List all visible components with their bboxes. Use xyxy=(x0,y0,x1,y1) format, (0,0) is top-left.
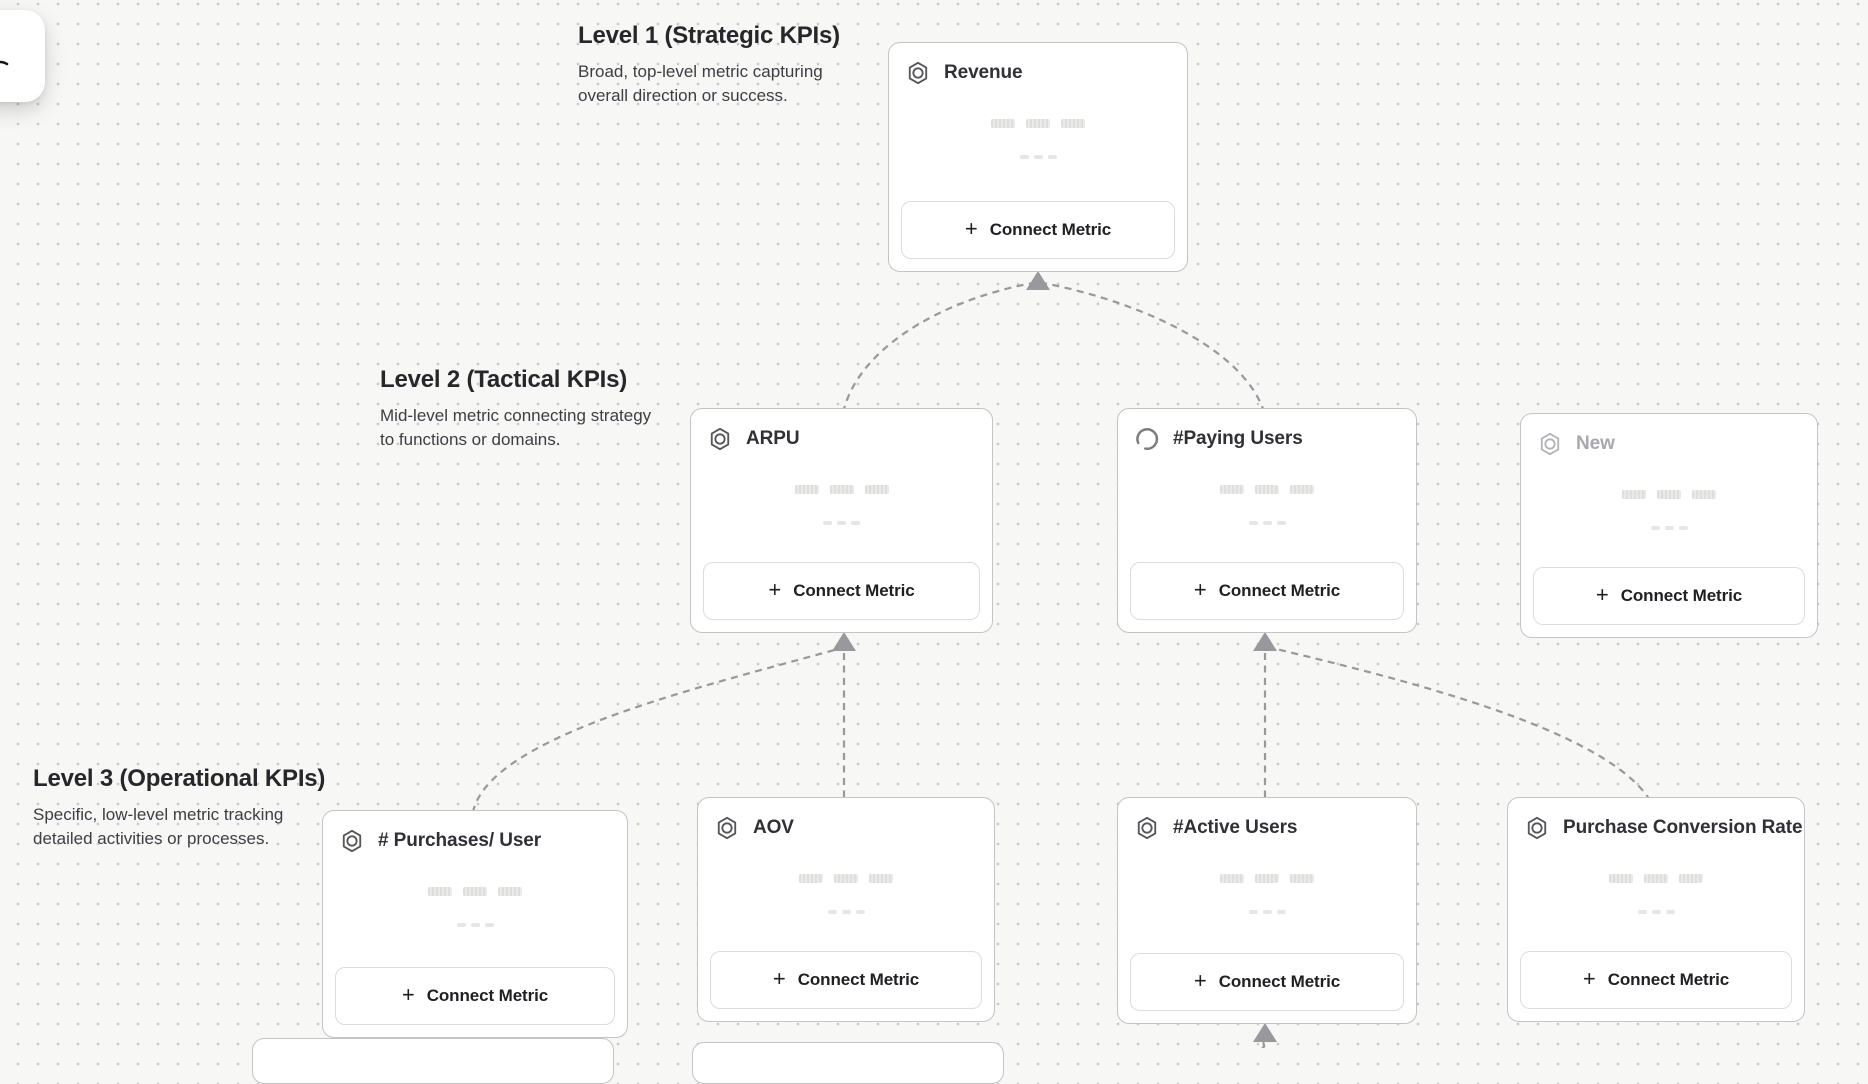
plus-icon: + xyxy=(1595,582,1609,607)
metric-skeleton xyxy=(698,874,994,914)
canvas-toolbar-fragment[interactable] xyxy=(0,10,45,102)
kpi-card-new[interactable]: New + Connect Metric xyxy=(1520,413,1818,638)
metric-hexagon-icon xyxy=(714,815,740,841)
level-2-description: Mid-level metric connecting strategy to … xyxy=(380,406,652,449)
plus-icon: + xyxy=(401,982,415,1007)
metric-skeleton xyxy=(691,485,992,525)
connect-metric-button[interactable]: + Connect Metric xyxy=(1130,953,1404,1011)
kpi-card-arpu[interactable]: ARPU + Connect Metric xyxy=(690,408,993,633)
kpi-card-partial[interactable] xyxy=(692,1042,1004,1084)
card-header: ARPU xyxy=(691,409,992,452)
kpi-card-active-users[interactable]: #Active Users + Connect Metric xyxy=(1117,797,1417,1024)
cursor-tool-icon xyxy=(0,60,9,66)
metric-skeleton xyxy=(323,887,627,927)
spinner-icon xyxy=(1134,426,1160,452)
plus-icon: + xyxy=(1582,966,1596,991)
connect-metric-button[interactable]: + Connect Metric xyxy=(703,562,980,620)
kpi-card-purchase-conversion-rate[interactable]: Purchase Conversion Rate + Connect Metri… xyxy=(1507,797,1805,1022)
metric-hexagon-icon xyxy=(339,828,365,854)
metric-hexagon-icon xyxy=(707,426,733,452)
connect-metric-button[interactable]: + Connect Metric xyxy=(1520,951,1792,1009)
kpi-card-purchases-per-user[interactable]: # Purchases/ User + Connect Metric xyxy=(322,810,628,1038)
card-header: #Paying Users xyxy=(1118,409,1416,452)
card-header: New xyxy=(1521,414,1817,457)
card-header: # Purchases/ User xyxy=(323,811,627,854)
plus-icon: + xyxy=(772,966,786,991)
metric-skeleton xyxy=(1508,874,1804,914)
card-header: Purchase Conversion Rate xyxy=(1508,798,1804,841)
metric-skeleton xyxy=(889,119,1187,159)
plus-icon: + xyxy=(964,216,978,241)
metric-hexagon-icon xyxy=(905,60,931,86)
level-3-description: Specific, low-level metric tracking deta… xyxy=(33,805,284,848)
plus-icon: + xyxy=(1193,577,1207,602)
metric-hexagon-icon xyxy=(1134,815,1160,841)
level-3-label: Level 3 (Operational KPIs) Specific, low… xyxy=(33,765,325,851)
card-title: ARPU xyxy=(746,428,800,449)
connect-metric-button[interactable]: + Connect Metric xyxy=(1130,562,1404,620)
metric-skeleton xyxy=(1118,485,1416,525)
kpi-card-aov[interactable]: AOV + Connect Metric xyxy=(697,797,995,1022)
card-title: #Active Users xyxy=(1173,817,1298,838)
card-title: # Purchases/ User xyxy=(378,830,542,851)
metric-hexagon-icon xyxy=(1537,431,1563,457)
metric-hexagon-icon xyxy=(1524,815,1550,841)
card-header: AOV xyxy=(698,798,994,841)
card-title: #Paying Users xyxy=(1173,428,1303,449)
level-2-label: Level 2 (Tactical KPIs) Mid-level metric… xyxy=(380,366,658,452)
kpi-connector-edges xyxy=(470,271,1658,1048)
level-3-title: Level 3 (Operational KPIs) xyxy=(33,765,326,792)
metric-skeleton xyxy=(1521,490,1817,530)
connect-metric-button[interactable]: + Connect Metric xyxy=(901,201,1175,259)
plus-icon: + xyxy=(768,577,782,602)
kpi-card-partial[interactable] xyxy=(252,1038,614,1084)
kpi-card-revenue[interactable]: Revenue + Connect Metric xyxy=(888,42,1188,272)
connect-metric-button[interactable]: + Connect Metric xyxy=(335,967,615,1025)
card-header: #Active Users xyxy=(1118,798,1416,841)
card-title: AOV xyxy=(753,817,794,838)
connect-metric-button[interactable]: + Connect Metric xyxy=(710,951,982,1009)
metric-skeleton xyxy=(1118,874,1416,914)
level-1-title: Level 1 (Strategic KPIs) xyxy=(578,22,840,49)
card-title: New xyxy=(1576,433,1615,454)
card-title: Purchase Conversion Rate xyxy=(1563,817,1803,838)
card-header: Revenue xyxy=(889,43,1187,86)
connect-metric-button[interactable]: + Connect Metric xyxy=(1533,567,1805,625)
level-1-description: Broad, top-level metric capturing overal… xyxy=(578,62,823,105)
level-2-title: Level 2 (Tactical KPIs) xyxy=(380,366,628,393)
kpi-card-paying-users[interactable]: #Paying Users + Connect Metric xyxy=(1117,408,1417,633)
card-title: Revenue xyxy=(944,62,1023,83)
level-1-label: Level 1 (Strategic KPIs) Broad, top-leve… xyxy=(578,22,856,108)
plus-icon: + xyxy=(1193,968,1207,993)
